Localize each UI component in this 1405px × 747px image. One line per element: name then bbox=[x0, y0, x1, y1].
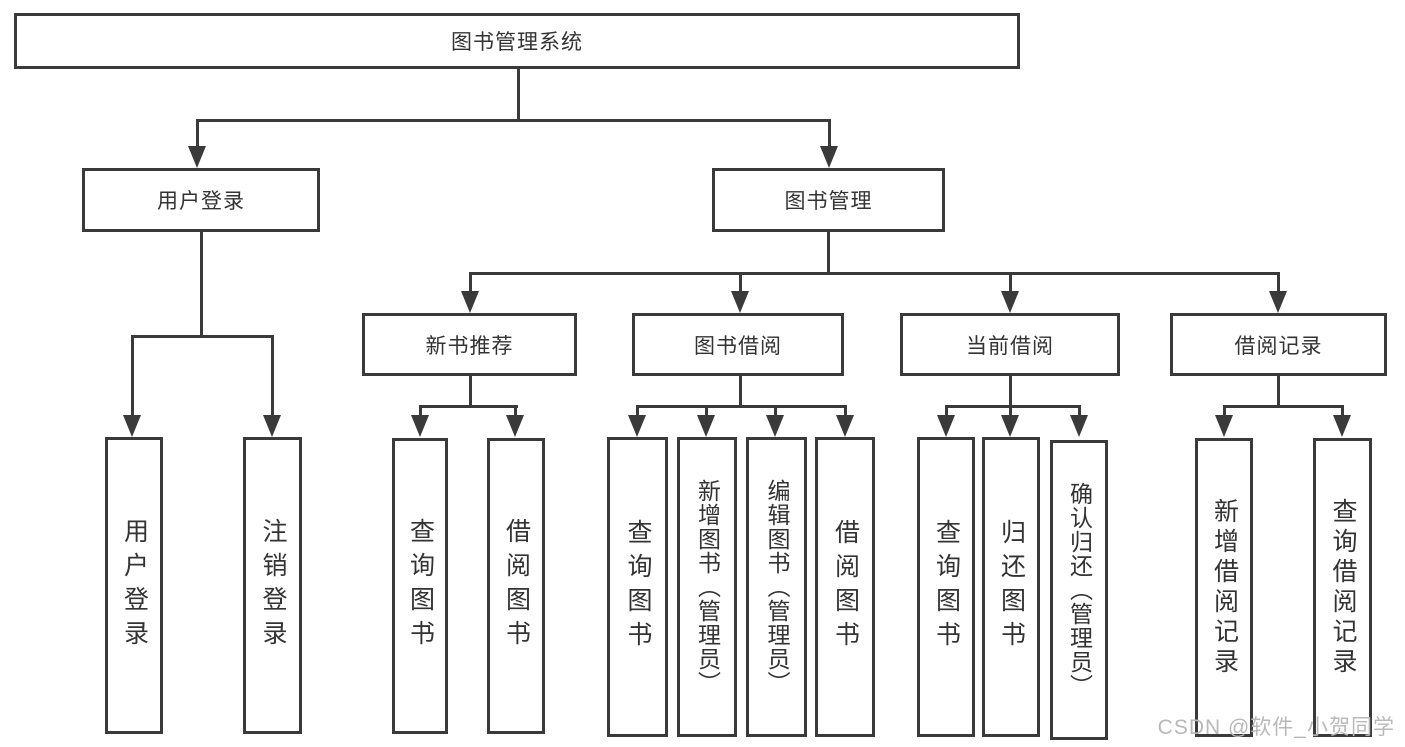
connector-line bbox=[514, 405, 517, 417]
connector-line bbox=[1078, 405, 1081, 417]
connector-line bbox=[844, 405, 847, 417]
connector-line bbox=[419, 405, 422, 417]
connector-line bbox=[200, 232, 203, 337]
node-current-borrowing: 当前借阅 bbox=[900, 313, 1120, 376]
node-label: 归还图书 bbox=[997, 519, 1026, 655]
connector-line bbox=[197, 119, 831, 122]
node-confirm-return-admin: 确认归还（管理员） bbox=[1050, 440, 1108, 740]
arrow-down-icon bbox=[628, 415, 646, 437]
arrow-down-icon bbox=[1001, 291, 1019, 313]
connector-line bbox=[636, 405, 639, 417]
connector-line bbox=[945, 405, 1081, 408]
node-user-login-leaf: 用户登录 bbox=[105, 437, 163, 734]
node-edit-books-admin: 编辑图书（管理员） bbox=[746, 437, 807, 737]
connector-line bbox=[636, 405, 847, 408]
arrow-down-icon bbox=[836, 415, 854, 437]
connector-line bbox=[705, 405, 708, 417]
node-query-borrow-record: 查询借阅记录 bbox=[1313, 438, 1372, 737]
node-query-books-3: 查询图书 bbox=[917, 437, 975, 737]
node-label: 查询图书 bbox=[406, 518, 435, 654]
node-label: 用户登录 bbox=[120, 517, 149, 654]
connector-line bbox=[419, 405, 518, 408]
arrow-down-icon bbox=[766, 415, 784, 437]
node-new-book-recommend: 新书推荐 bbox=[362, 313, 577, 376]
arrow-down-icon bbox=[263, 415, 281, 437]
node-label: 借阅图书 bbox=[831, 519, 860, 655]
node-label: 新增借阅记录 bbox=[1210, 497, 1239, 678]
arrow-down-icon bbox=[1269, 291, 1287, 313]
node-logout-leaf: 注销登录 bbox=[243, 437, 302, 734]
connector-line bbox=[469, 272, 472, 294]
connector-line bbox=[271, 335, 274, 417]
node-label: 查询借阅记录 bbox=[1329, 497, 1357, 678]
arrow-down-icon bbox=[188, 146, 206, 168]
node-query-books-1: 查询图书 bbox=[392, 438, 448, 734]
connector-line bbox=[1223, 405, 1344, 408]
connector-line bbox=[1009, 376, 1012, 407]
node-label: 确认归还（管理员） bbox=[1066, 482, 1093, 698]
arrow-down-icon bbox=[1215, 415, 1233, 437]
arrow-down-icon bbox=[937, 415, 955, 437]
arrow-down-icon bbox=[461, 291, 479, 313]
connector-line bbox=[469, 376, 472, 407]
arrow-down-icon bbox=[506, 415, 524, 437]
node-query-books-2: 查询图书 bbox=[607, 437, 668, 737]
connector-line bbox=[739, 272, 742, 294]
node-label: 新增图书（管理员） bbox=[694, 479, 721, 695]
node-label: 借阅图书 bbox=[502, 518, 531, 654]
arrow-down-icon bbox=[731, 291, 749, 313]
node-borrow-books-2: 借阅图书 bbox=[815, 437, 875, 737]
connector-line bbox=[827, 232, 830, 274]
node-user-login: 用户登录 bbox=[82, 168, 320, 232]
connector-line bbox=[945, 405, 948, 417]
node-borrow-books-1: 借阅图书 bbox=[487, 438, 545, 734]
connector-line bbox=[517, 69, 520, 121]
connector-line bbox=[196, 119, 199, 149]
connector-line bbox=[1009, 405, 1012, 417]
connector-line bbox=[739, 376, 742, 407]
node-label: 查询图书 bbox=[624, 519, 652, 655]
node-label: 编辑图书（管理员） bbox=[764, 479, 790, 695]
connector-line bbox=[774, 405, 777, 417]
node-label: 查询图书 bbox=[932, 519, 961, 655]
node-book-management: 图书管理 bbox=[712, 168, 945, 232]
node-borrowing-records: 借阅记录 bbox=[1170, 313, 1387, 376]
node-label: 注销登录 bbox=[259, 517, 287, 654]
arrow-down-icon bbox=[411, 415, 429, 437]
arrow-down-icon bbox=[697, 415, 715, 437]
connector-line bbox=[1009, 272, 1012, 294]
connector-line bbox=[469, 272, 1280, 275]
arrow-down-icon bbox=[1333, 415, 1351, 437]
node-add-books-admin: 新增图书（管理员） bbox=[677, 437, 737, 737]
connector-line bbox=[1341, 405, 1344, 417]
connector-line bbox=[1223, 405, 1226, 417]
connector-line bbox=[132, 335, 274, 338]
arrow-down-icon bbox=[123, 415, 141, 437]
arrow-down-icon bbox=[1001, 415, 1019, 437]
node-return-books: 归还图书 bbox=[982, 437, 1040, 737]
node-book-borrowing: 图书借阅 bbox=[632, 313, 844, 376]
node-add-borrow-record: 新增借阅记录 bbox=[1195, 438, 1253, 737]
arrow-down-icon bbox=[820, 146, 838, 168]
arrow-down-icon bbox=[1070, 415, 1088, 437]
connector-line bbox=[828, 119, 831, 149]
watermark: CSDN @软件_小贺同学 bbox=[1157, 716, 1395, 739]
connector-line bbox=[131, 335, 134, 417]
connector-line bbox=[1277, 272, 1280, 294]
node-library-management-system: 图书管理系统 bbox=[14, 13, 1020, 69]
connector-line bbox=[1277, 376, 1280, 407]
